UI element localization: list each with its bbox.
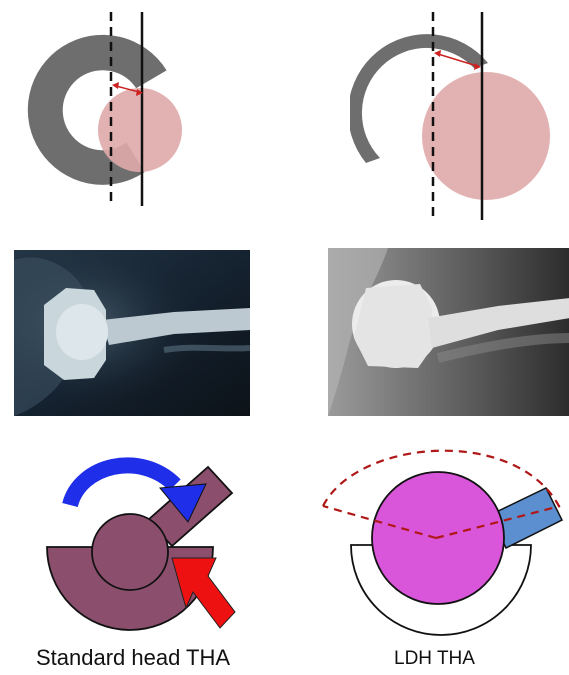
standard-head-caption: Standard head THA	[36, 645, 230, 671]
ldh-range-diagram	[318, 440, 568, 640]
ldh-caption: LDH THA	[394, 648, 475, 670]
straight-arrow-icon	[172, 558, 235, 628]
ldh-femoral-head	[422, 72, 550, 200]
ldh-schematic	[350, 8, 560, 223]
standard-head-schematic	[20, 8, 200, 210]
standard-head	[92, 514, 168, 590]
offset-arrow-head-left	[434, 50, 441, 57]
standard-head-impingement-diagram	[40, 440, 240, 640]
femur-cortex	[164, 348, 250, 350]
acetabular-cup	[354, 284, 432, 368]
curved-arrow-icon	[70, 465, 175, 505]
xray-standard-head	[14, 250, 250, 416]
standard-femoral-head	[98, 88, 182, 172]
femoral-head-xray	[56, 304, 108, 360]
offset-arrow-head-left	[112, 82, 119, 89]
xray-ldh	[328, 248, 569, 416]
